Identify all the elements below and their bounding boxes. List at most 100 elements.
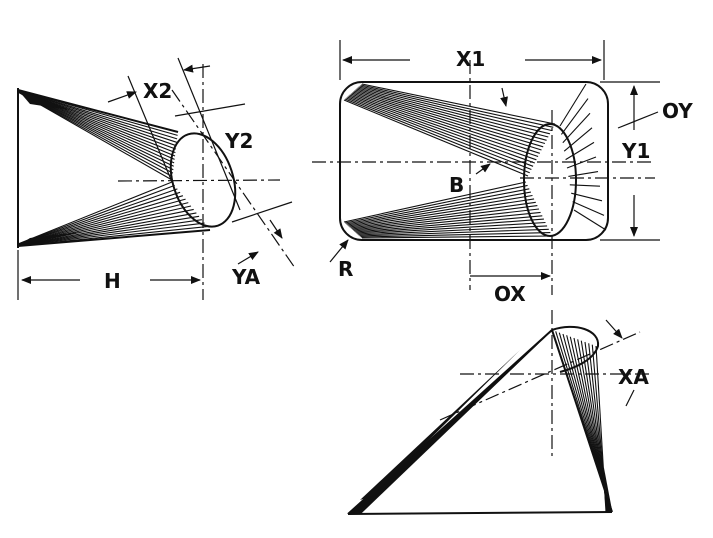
- left-view-fan-line: [17, 222, 205, 247]
- xa-arrow-top: [605, 319, 623, 339]
- left-view-fan-line: [17, 89, 178, 136]
- right-view-fan-line: [346, 188, 530, 225]
- y2-dimension-line: [174, 103, 246, 117]
- y1-label: Y1: [621, 139, 650, 163]
- right-view-fan-line: [352, 91, 542, 151]
- right-view-fan-line: [349, 198, 535, 228]
- left-view-fan-line: [17, 212, 197, 246]
- right-view-fan-line: [359, 85, 552, 132]
- b-label: B: [449, 173, 464, 197]
- left-view-outlet-ellipse: [169, 132, 237, 228]
- right-view-outlet-ellipse: [523, 123, 577, 237]
- xa-leader-bottom: [625, 389, 635, 407]
- right-view-right-fan: [559, 83, 607, 231]
- left-view-fan-line: [17, 89, 179, 133]
- r-leader: [329, 239, 349, 263]
- right-view-fan-line: [560, 98, 589, 135]
- right-view-fan-line: [563, 127, 593, 152]
- ya-dimension-arrow-bottom: [237, 251, 259, 265]
- x2-dimension-arrow: [107, 91, 137, 103]
- right-view-fan-line: [571, 192, 603, 202]
- right-view-fan-line: [349, 94, 537, 161]
- right-view-fan-line: [361, 83, 556, 125]
- right-view-fan-line: [360, 232, 551, 238]
- right-view-fan-line: [565, 141, 595, 161]
- bottom-view-outlet-curve: [551, 325, 600, 373]
- y2-label: Y2: [224, 129, 253, 153]
- right-view-fan-line: [361, 235, 553, 239]
- left-view: X2 Y2 YA H: [17, 57, 296, 300]
- right-view-fan-line: [573, 209, 607, 231]
- right-view-fan-line: [559, 83, 587, 127]
- right-view-fan-line: [356, 88, 547, 141]
- left-view-outlet-axis: [171, 89, 296, 269]
- bottom-view-base-edge: [347, 511, 613, 515]
- right-view-fan-line: [360, 84, 554, 128]
- right-view-lower-fan: [343, 181, 553, 239]
- right-view-fan-line: [358, 225, 548, 236]
- right-view-fan-line: [358, 86, 551, 135]
- right-view-fan-line: [344, 184, 528, 224]
- right-view-fan-line: [351, 205, 538, 230]
- x2-label: X2: [143, 79, 172, 103]
- bottom-view-right-wedge: [596, 460, 612, 510]
- left-view-fan-line: [17, 90, 177, 147]
- right-view-fan-line: [343, 99, 529, 177]
- oy-leader: [617, 111, 659, 129]
- left-view-lower-wedge: [18, 232, 80, 246]
- right-view-fan-line: [348, 95, 535, 164]
- ya-label: YA: [231, 265, 261, 289]
- right-view-fan-line: [359, 228, 549, 237]
- left-view-fan-line: [17, 181, 173, 245]
- left-view-horizontal-centerline: [117, 179, 281, 182]
- right-view-fan-line: [348, 194, 533, 227]
- bottom-view-left-wedge: [360, 350, 520, 500]
- left-view-fan-line: [17, 219, 202, 247]
- left-view-fan-line: [17, 229, 211, 247]
- bottom-view: XA: [347, 310, 650, 515]
- x2-dimension-arrow-right: [183, 64, 211, 73]
- right-view-fan-line: [569, 184, 601, 187]
- left-view-fan-line: [17, 91, 173, 181]
- x1-label: X1: [456, 47, 485, 71]
- bottom-view-fan-line: [359, 329, 553, 515]
- left-view-fan-line: [17, 215, 200, 246]
- right-view-fan-line: [354, 211, 541, 232]
- right-view-fan-line: [350, 93, 539, 158]
- right-view-fan-line: [347, 191, 531, 226]
- right-view-fan-line: [351, 92, 540, 154]
- left-view-fan-line: [17, 89, 177, 143]
- right-view-fan-line: [355, 89, 546, 145]
- right-view-rounded-rectangle: [339, 81, 609, 241]
- right-view-fan-line: [357, 221, 546, 235]
- right-view: X1 Y1 OY B R OX: [312, 40, 693, 306]
- left-view-fan-line: [17, 184, 175, 245]
- y2-extension-line: [177, 57, 241, 211]
- right-view-fan-line: [353, 90, 544, 148]
- oy-label: OY: [662, 99, 693, 123]
- right-view-fan-line: [343, 181, 527, 223]
- right-view-fan-line: [350, 201, 536, 229]
- right-view-fan-line: [356, 218, 544, 234]
- ya-extension-line: [231, 201, 293, 223]
- bottom-view-diagonal-centerline: [439, 331, 641, 421]
- right-view-fan-line: [346, 97, 532, 171]
- ox-label: OX: [494, 282, 526, 306]
- xa-label: XA: [618, 365, 649, 389]
- left-view-fan-line: [17, 188, 178, 245]
- left-view-upper-wedge: [18, 90, 70, 110]
- right-view-fan-line: [572, 201, 605, 216]
- ya-dimension-arrow-top: [269, 219, 283, 239]
- left-view-fan-line: [17, 191, 181, 245]
- top-edge-arrow: [500, 87, 508, 107]
- right-view-fan-line: [355, 215, 543, 233]
- b-leader: [475, 163, 491, 175]
- right-view-fan-line: [357, 87, 549, 138]
- right-view-fan-line: [344, 98, 530, 174]
- left-view-fan-line: [17, 226, 208, 247]
- right-view-fan-line: [352, 208, 540, 231]
- right-view-fan-line: [568, 171, 599, 177]
- right-view-upper-fan: [343, 83, 556, 177]
- right-view-fan-line: [347, 96, 534, 167]
